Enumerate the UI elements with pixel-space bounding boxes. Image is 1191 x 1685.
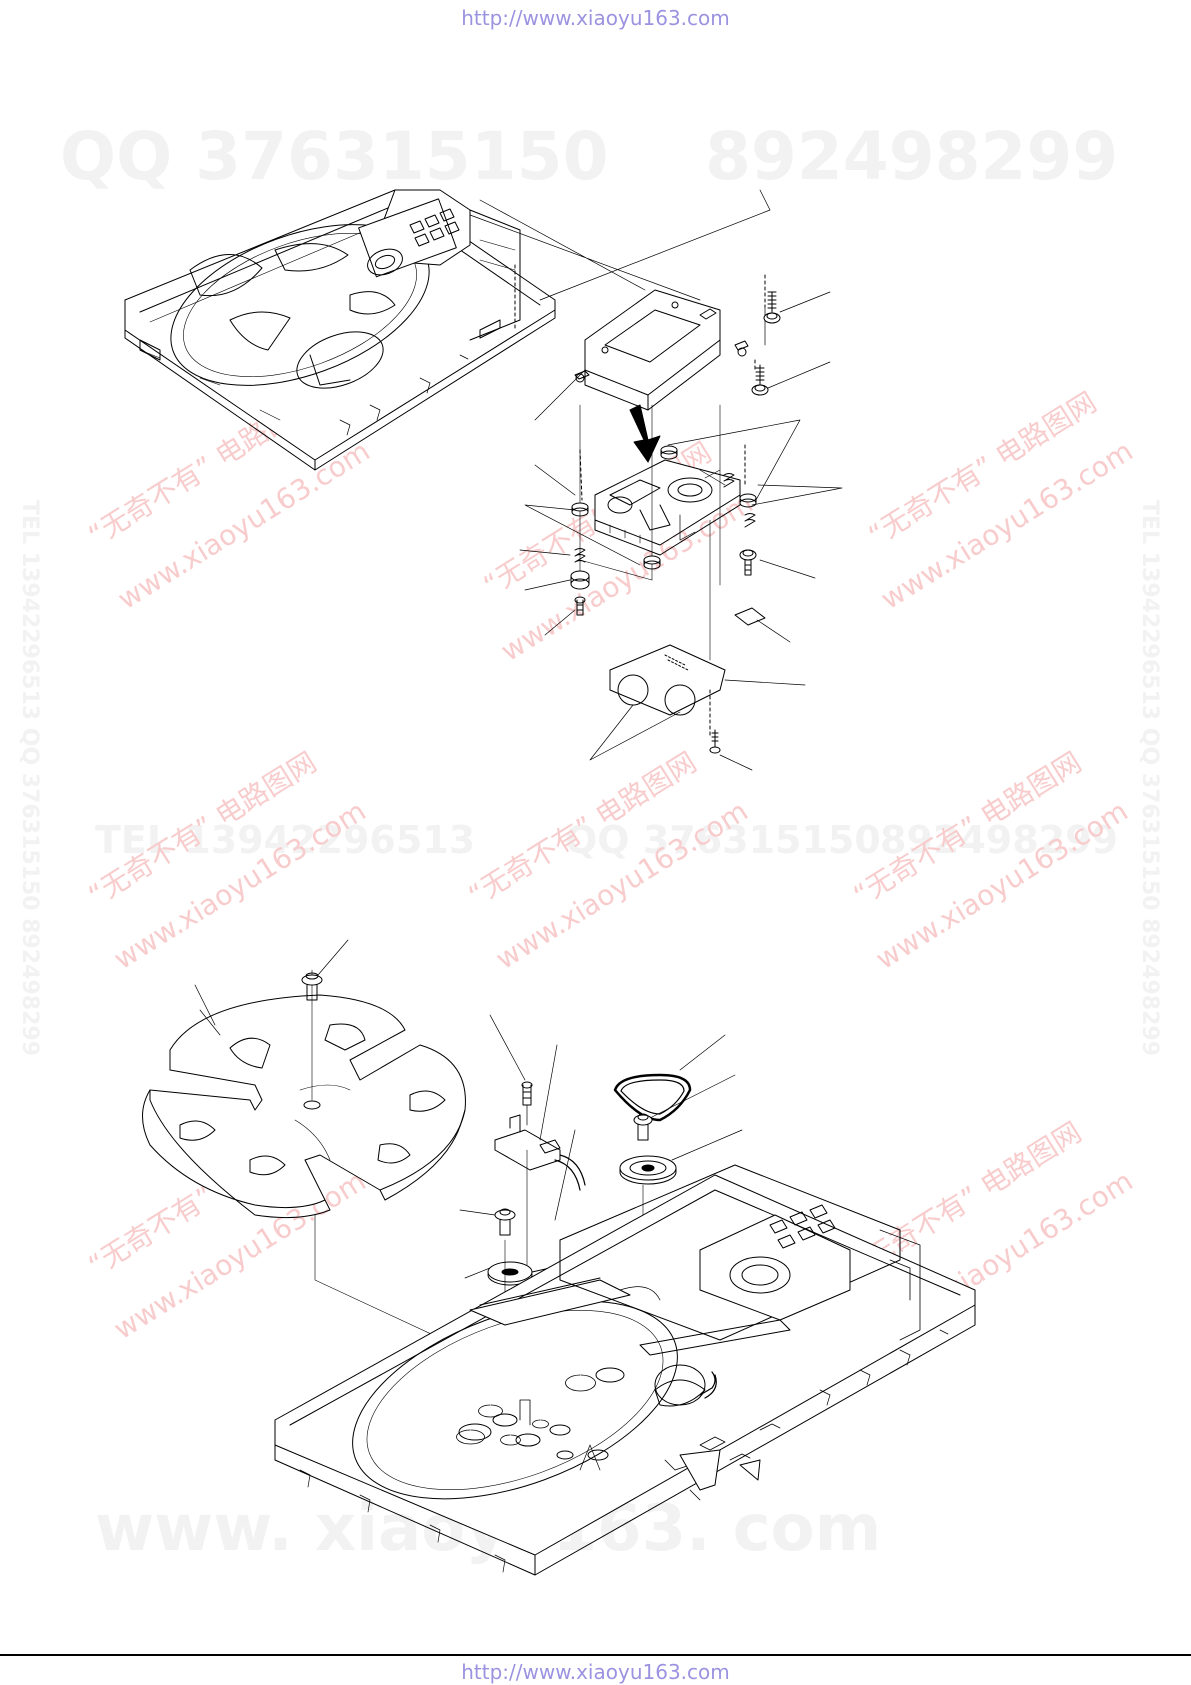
damper bbox=[572, 503, 588, 516]
cap bbox=[571, 571, 589, 589]
screw bbox=[764, 292, 780, 323]
watermark-tel: TEL 13942296513 bbox=[95, 818, 476, 862]
screw bbox=[740, 550, 756, 575]
watermark-number-middle: 892498299 bbox=[880, 818, 1118, 862]
gear bbox=[465, 1262, 552, 1285]
lower-chassis bbox=[275, 1165, 975, 1575]
optical-pickup-unit bbox=[595, 460, 740, 555]
disc-tray bbox=[143, 995, 466, 1218]
circuit-board bbox=[590, 645, 805, 760]
watermark-qq-middle: QQ 376315150 bbox=[565, 818, 881, 862]
damper bbox=[644, 556, 660, 569]
spring bbox=[724, 474, 734, 488]
screw bbox=[634, 1075, 735, 1140]
watermark-qq: QQ 376315150 bbox=[60, 118, 609, 195]
upper-chassis bbox=[125, 190, 555, 470]
drive-belt bbox=[615, 1035, 725, 1120]
header-url-link[interactable]: http://www.xiaoyu163.com bbox=[461, 6, 730, 30]
arrow-icon bbox=[630, 405, 660, 462]
screw bbox=[460, 1209, 515, 1235]
pulley bbox=[620, 1130, 742, 1184]
bracket-frame bbox=[575, 290, 748, 410]
spring bbox=[575, 549, 585, 563]
flex-sheet bbox=[735, 608, 790, 642]
screw bbox=[302, 940, 348, 1000]
screw bbox=[752, 365, 768, 395]
watermark-number: 892498299 bbox=[705, 118, 1119, 195]
damper bbox=[740, 494, 756, 507]
spring bbox=[745, 514, 755, 528]
damper bbox=[661, 446, 677, 459]
sensor-assembly bbox=[495, 1115, 585, 1190]
footer-url-link[interactable]: http://www.xiaoyu163.com bbox=[461, 1660, 730, 1684]
screw bbox=[522, 1082, 532, 1105]
screw bbox=[710, 730, 752, 770]
screw bbox=[575, 597, 585, 615]
